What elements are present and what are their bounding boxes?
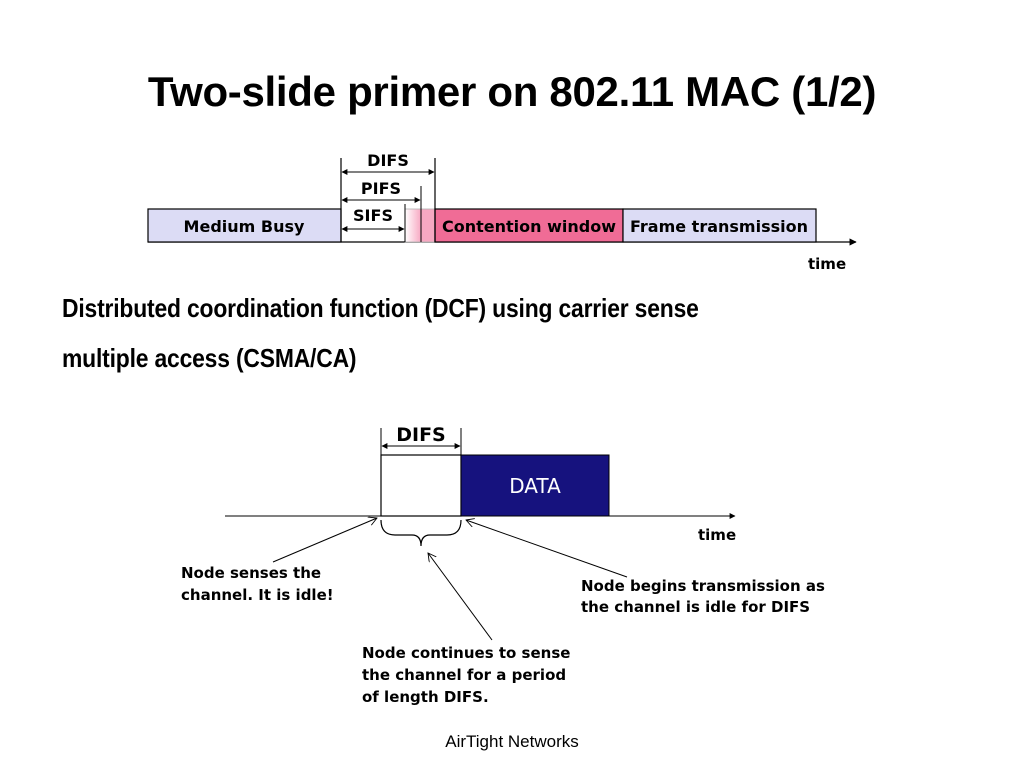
annotation-line: Node continues to sense	[362, 644, 570, 662]
annotation-line: Node senses the	[181, 564, 321, 582]
pointer-node-begins	[466, 520, 628, 578]
top-time-label: time	[808, 255, 846, 273]
medium-busy-segment	[147, 208, 342, 243]
slide-title: Two-slide primer on 802.11 MAC (1/2)	[147, 68, 877, 115]
ifs-timing-diagram: time Medium Busy Contention window Frame…	[147, 151, 857, 273]
body-text: Distributed coordination function (DCF) …	[62, 283, 836, 383]
frame-transmission-segment	[622, 208, 817, 243]
annotation-node-senses: Node senses the channel. It is idle!	[181, 564, 334, 604]
annotation-line: channel. It is idle!	[181, 586, 334, 604]
data-frame-box	[460, 454, 610, 517]
data-label: DATA	[509, 474, 561, 498]
contention-window-label: Contention window	[442, 217, 616, 236]
annotation-node-begins: Node begins transmission as the channel …	[581, 577, 825, 616]
annotation-line: the channel is idle for DIFS	[581, 598, 810, 616]
annotation-node-continues: Node continues to sense the channel for …	[362, 644, 570, 706]
footer-text: AirTight Networks	[445, 732, 579, 751]
pointer-node-continues	[428, 553, 493, 641]
difs-transmission-diagram: time DIFS DATA Node senses the channel. …	[181, 424, 825, 706]
sifs-label: SIFS	[353, 206, 393, 225]
difs-idle-box	[380, 454, 462, 517]
medium-busy-label: Medium Busy	[184, 217, 305, 236]
backoff-slot-1	[404, 208, 422, 243]
body-line: Distributed coordination function (DCF) …	[62, 293, 699, 323]
annotation-line: the channel for a period	[362, 666, 566, 684]
backoff-slot-2	[420, 208, 436, 243]
frame-transmission-label: Frame transmission	[630, 217, 808, 236]
pifs-label: PIFS	[361, 179, 401, 198]
pointer-node-senses	[272, 518, 377, 563]
annotation-line: Node begins transmission as	[581, 577, 825, 595]
annotation-line: of length DIFS.	[362, 688, 489, 706]
bottom-time-label: time	[698, 526, 736, 544]
contention-window-segment	[434, 208, 624, 243]
difs-brace	[380, 519, 462, 547]
difs-label-bottom: DIFS	[396, 424, 446, 446]
difs-label: DIFS	[367, 151, 409, 170]
body-line: multiple access (CSMA/CA)	[62, 343, 357, 373]
